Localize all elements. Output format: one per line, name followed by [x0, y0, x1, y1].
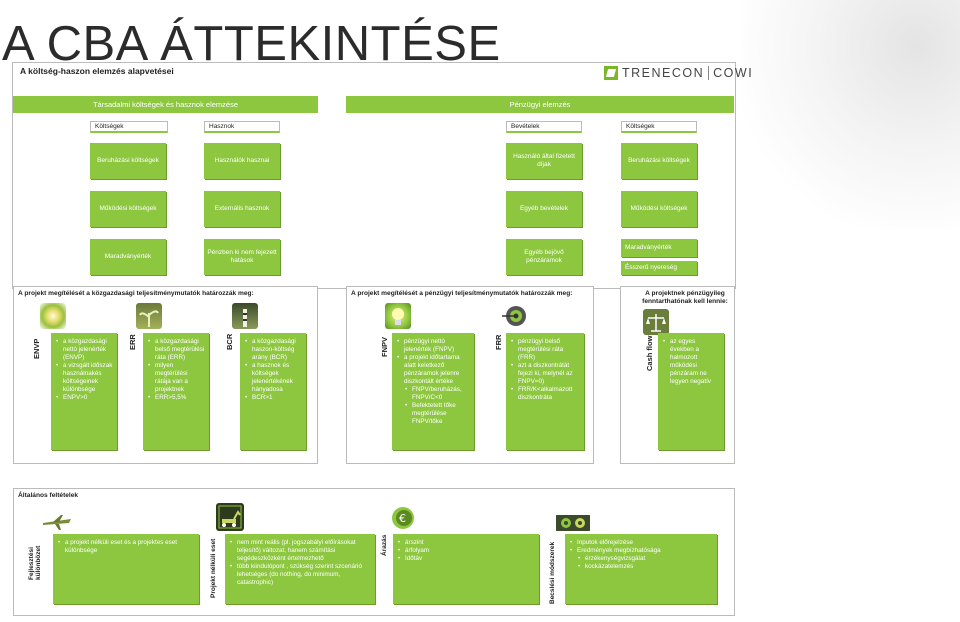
pricing-item: árfolyam — [397, 547, 535, 555]
subtitle: A költség-haszon elemzés alapvetései — [20, 66, 174, 76]
lighthouse-icon — [232, 303, 258, 329]
box-external-benefits: Externális hasznok — [204, 191, 280, 227]
box-bcr: a közgazdasági haszon-költség arány (BCR… — [240, 333, 306, 450]
envp-item: a vizsgált időszak használnakés költsége… — [55, 362, 113, 394]
logo: TRENECON COWI — [604, 64, 753, 82]
err-item: milyen megtérülési rátája van a projektn… — [147, 362, 205, 394]
label-fnpv: FNPV — [380, 336, 389, 357]
column-header-revenues: Bevételek — [506, 121, 582, 133]
panel-financial-title: A projekt megítélését a pénzügyi teljesí… — [351, 290, 573, 297]
development-item: a projekt nélküli eset és a projektes es… — [57, 539, 195, 555]
fnpv-subitem: FNPV/beruházás, FNPV/C<0 — [396, 386, 470, 402]
box-user-benefits: Használók hasznai — [204, 143, 280, 179]
bcr-item: a hasznok és költségek jelenértékének há… — [244, 362, 302, 394]
excavator-icon — [216, 503, 244, 531]
euro-icon: € — [390, 505, 416, 531]
box-cashflow: az egyes években a halmozott működési pé… — [658, 333, 724, 450]
box-operating-costs: Működési költségek — [90, 191, 166, 227]
fnpv-item: a projekt időtartama alatt keletkező pén… — [396, 354, 470, 386]
section-header-social: Társadalmi költségek és hasznok elemzése — [13, 96, 318, 113]
label-envp: ENVP — [32, 338, 41, 359]
box-development-difference: a projekt nélküli eset és a projektes es… — [53, 534, 199, 604]
panel-economic-title: A projekt megítélését a közgazdasági tel… — [18, 290, 254, 297]
box-estimation-methods: Inputok előrejelzése Eredmények megbízha… — [565, 534, 717, 604]
label-cashflow: Cash flow — [645, 335, 654, 371]
box-residual-value: Maradványérték — [90, 239, 166, 275]
logo-cowi: COWI — [713, 66, 754, 80]
box-investment-costs: Beruházási költségek — [90, 143, 166, 179]
estimation-subitem: érzékenységvizsgálat — [569, 555, 713, 563]
gears-icon — [556, 513, 590, 533]
background-glow — [740, 0, 960, 230]
column-header-costs-financial: Költségek — [621, 121, 697, 133]
label-frr: FRR — [494, 334, 503, 350]
box-envp: a közgazdasági nettó jelenérték (ENVP) a… — [51, 333, 117, 450]
label-err: ERR — [128, 334, 137, 350]
target-icon — [500, 303, 526, 329]
scales-icon — [643, 309, 669, 335]
envp-item: ENPV>0 — [55, 394, 113, 402]
envp-item: a közgazdasági nettó jelenérték (ENVP) — [55, 338, 113, 362]
err-item: a közgazdasági belső megtérülési ráta (E… — [147, 338, 205, 362]
box-other-revenues: Egyéb bevételek — [506, 191, 582, 227]
box-frr: pénzügyi belső megtérülési ráta (FRR) az… — [506, 333, 584, 450]
bcr-item: BCR>1 — [244, 394, 302, 402]
bulb-icon — [385, 303, 411, 329]
logo-trenecon: TRENECON — [622, 66, 705, 80]
frr-item: FRR/K<alkalmazott diszkontráta — [510, 386, 580, 402]
box-no-project-case: nem mint reális (pl. jogszabályi előírás… — [225, 534, 375, 604]
column-header-benefits: Hasznok — [204, 121, 280, 133]
fnpv-item: pénzügyi nettó jelenérték (FNPV) — [396, 338, 470, 354]
logo-separator — [708, 66, 710, 80]
section-header-financial: Pénzügyi elemzés — [346, 96, 734, 113]
box-reasonable-profit: Ésszerű nyereség — [621, 261, 697, 275]
box-err: a közgazdasági belső megtérülési ráta (E… — [143, 333, 209, 450]
sun-icon — [40, 303, 66, 329]
column-header-costs: Költségek — [90, 121, 168, 133]
box-other-inflows: Egyéb bejövő pénzáramok — [506, 239, 582, 275]
fnpv-subitem: Befektetett tőke megtérülése FNPV/tőke — [396, 402, 470, 426]
frr-item: pénzügyi belső megtérülési ráta (FRR) — [510, 338, 580, 362]
no-project-item: nem mint reális (pl. jogszabályi előírás… — [229, 539, 371, 563]
box-operating-costs-financial: Működési költségek — [621, 191, 697, 227]
box-user-fees: Használó által fizetett díjak — [506, 143, 582, 179]
no-project-item: több kiindulópont , szükség szerint szce… — [229, 563, 371, 587]
label-pricing: Árazás — [381, 534, 388, 556]
estimation-item: Eredmények megbízhatósága — [569, 547, 713, 555]
label-bcr: BCR — [225, 333, 234, 350]
label-no-project-case: Projekt nélküli eset — [210, 538, 217, 598]
panel-general-title: Általános feltételek — [18, 492, 79, 499]
estimation-item: Inputok előrejelzése — [569, 539, 713, 547]
frr-item: azt a diszkontrátát fejezi ki, melynél a… — [510, 362, 580, 386]
estimation-subitem: kockázatelemzés — [569, 563, 713, 571]
trenecon-logo-icon — [604, 66, 618, 80]
err-item: ERR>5,5% — [147, 394, 205, 402]
panel-sustainability-title: A projektnek pénzügyileg fenntarthatónak… — [642, 290, 728, 305]
pricing-item: árszint — [397, 539, 535, 547]
box-investment-costs-financial: Beruházási költségek — [621, 143, 697, 179]
label-development-difference: Fejlesztési különbözet — [28, 545, 43, 580]
slide-title: A CBA ÁTTEKINTÉSE — [2, 17, 501, 71]
bcr-item: a közgazdasági haszon-költség arány (BCR… — [244, 338, 302, 362]
label-estimation-methods: Becslési módszerek — [549, 541, 556, 604]
airplane-icon — [41, 513, 73, 531]
plant-icon — [136, 303, 162, 329]
svg-text:€: € — [399, 512, 406, 525]
pricing-item: Időtáv — [397, 555, 535, 563]
cashflow-item: az egyes években a halmozott működési pé… — [662, 338, 720, 386]
box-non-monetary-effects: Pénzben ki nem fejezett hatások — [204, 239, 280, 275]
box-residual-value-financial: Maradványérték — [621, 239, 697, 257]
box-pricing: árszint árfolyam Időtáv — [393, 534, 539, 604]
box-fnpv: pénzügyi nettó jelenérték (FNPV) a proje… — [392, 333, 474, 450]
